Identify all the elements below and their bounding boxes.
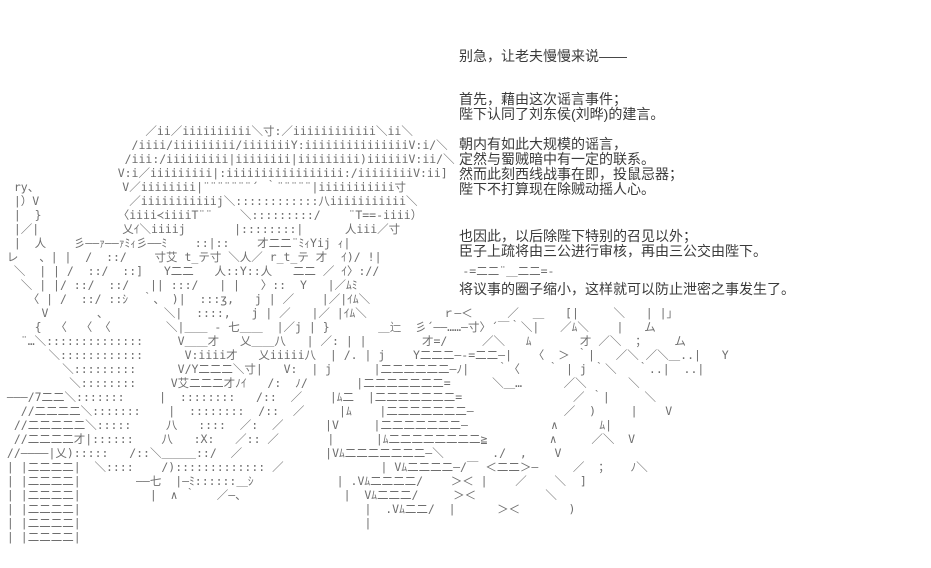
dialogue-line: 定然与蜀贼暗中有一定的联系。 <box>459 151 655 167</box>
dialogue-line: 别急，让老夫慢慢来说—— <box>459 48 627 64</box>
dialogue-line: 陛下不打算现在除贼动摇人心。 <box>459 181 655 197</box>
dialogue-paragraph-2: 首先，藉由这次谣言事件； 陛下认同了刘东侯(刘晔)的建言。 <box>459 92 664 122</box>
dialogue-line: 臣子上疏将由三公进行审核，再由三公交由陛下。 <box>459 243 767 259</box>
dialogue-line: 将议事的圈子缩小，这样就可以防止泄密之事发生了。 <box>459 281 795 297</box>
dialogue-paragraph-3: 朝内有如此大规模的谣言， 定然与蜀贼暗中有一定的联系。 然而此刻西线战事在即，投… <box>459 137 683 197</box>
dialogue-paragraph-1: 别急，让老夫慢慢来说—— <box>459 49 627 64</box>
ascii-art-figures: ／ii／iiiiiiiiii＼寸:／iiiiiiiiiiii＼ii＼ /iiii… <box>6 124 729 544</box>
dialogue-line: 首先，藉由这次谣言事件； <box>459 91 627 107</box>
dialogue-line: 陛下认同了刘东侯(刘晔)的建言。 <box>459 106 665 122</box>
dialogue-line: 朝内有如此大规模的谣言， <box>459 136 627 152</box>
dialogue-line: 也因此，以后除陛下特别的召见以外； <box>459 228 697 244</box>
dialogue-paragraph-4: 也因此，以后除陛下特别的召见以外； 臣子上疏将由三公进行审核，再由三公交由陛下。 <box>459 229 767 259</box>
dialogue-paragraph-5: 将议事的圈子缩小，这样就可以防止泄密之事发生了。 <box>459 282 795 297</box>
dialogue-line: 然而此刻西线战事在即，投鼠忌器； <box>459 166 683 182</box>
